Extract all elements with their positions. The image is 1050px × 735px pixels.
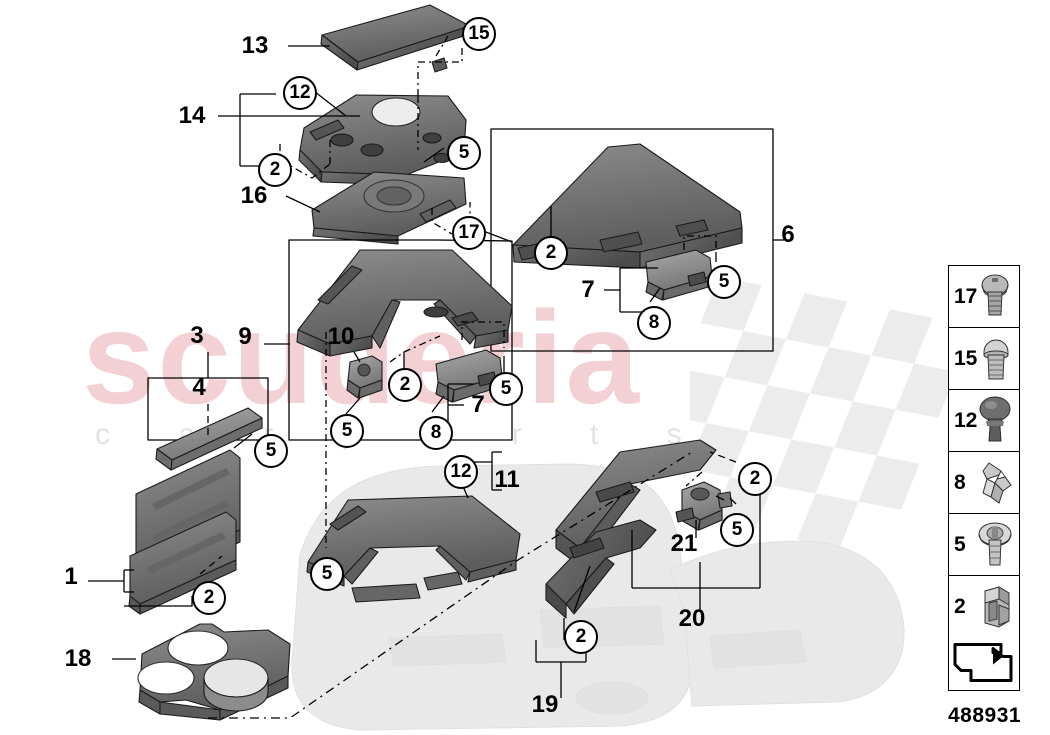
torx-pan-head-screw-icon (981, 274, 1009, 315)
diagram-number: 488931 (948, 704, 1022, 727)
part-19-side-trim-panel (545, 439, 717, 619)
mushroom-head-rivet-icon (979, 396, 1011, 441)
legend-label-17: 17 (954, 284, 978, 308)
fastener-legend: 17 15 12 (948, 265, 1020, 691)
item-number-7-lower: 7 (471, 391, 485, 418)
callout-17[interactable]: 17 (452, 216, 486, 250)
item-number-10: 10 (327, 323, 355, 350)
callout-5-d[interactable]: 5 (330, 414, 364, 448)
legend-row-2[interactable]: 2 (948, 575, 1020, 637)
item-number-3: 3 (190, 322, 204, 349)
callout-2-b[interactable]: 2 (534, 236, 568, 270)
legend-label-5: 5 (954, 532, 966, 556)
callout-2-e[interactable]: 2 (192, 581, 226, 615)
callout-5-e[interactable]: 5 (254, 434, 288, 468)
item-number-16: 16 (240, 182, 268, 209)
part-4-trim-strip (155, 407, 263, 471)
u-nut-clip-icon (984, 585, 1010, 628)
item-number-4: 4 (192, 374, 206, 401)
part-14-armrest-carrier (298, 94, 467, 186)
legend-label-15: 15 (954, 346, 978, 370)
legend-row-17[interactable]: 17 (948, 265, 1020, 327)
item-number-18: 18 (64, 645, 92, 672)
legend-row-12[interactable]: 12 (948, 389, 1020, 451)
callout-15[interactable]: 15 (462, 17, 496, 51)
callout-5-a[interactable]: 5 (447, 136, 481, 170)
item-number-14: 14 (178, 102, 206, 129)
callout-2-c[interactable]: 2 (388, 368, 422, 402)
legend-label-2: 2 (954, 594, 966, 618)
spring-metal-clip-icon (982, 461, 1012, 504)
item-number-6: 6 (781, 221, 795, 248)
part-18-cupholder-insert (137, 623, 291, 721)
callout-2-a[interactable]: 2 (258, 153, 292, 187)
callout-5-f[interactable]: 5 (720, 513, 754, 547)
item-number-7-upper: 7 (581, 276, 595, 303)
callout-5-c[interactable]: 5 (489, 372, 523, 406)
part-9-console-trim-frame (296, 249, 513, 357)
callout-2-f[interactable]: 2 (564, 620, 598, 654)
part-21-switch-module (675, 481, 733, 531)
dome-head-bolt-icon (983, 339, 1009, 379)
part-7-latch-assembly-upper (645, 249, 713, 301)
item-number-13: 13 (241, 32, 269, 59)
part-10-latch-actuator (346, 355, 383, 399)
item-number-21: 21 (670, 530, 698, 557)
callout-12-b[interactable]: 12 (444, 455, 478, 489)
callout-5-b[interactable]: 5 (707, 265, 741, 299)
item-number-11: 11 (494, 466, 520, 493)
callout-5-g[interactable]: 5 (310, 557, 344, 591)
callout-12-a[interactable]: 12 (283, 76, 317, 110)
item-number-1: 1 (64, 563, 78, 590)
expanding-plastic-rivet-icon (978, 522, 1012, 565)
item-number-20: 20 (678, 605, 706, 632)
item-number-19: 19 (531, 691, 559, 718)
legend-row-8[interactable]: 8 (948, 451, 1020, 513)
legend-label-8: 8 (954, 470, 966, 494)
part-1-panel-lower (128, 511, 237, 615)
legend-row-5[interactable]: 5 (948, 513, 1020, 575)
callout-8-b[interactable]: 8 (419, 416, 453, 450)
legend-label-12: 12 (954, 408, 978, 432)
callout-8-a[interactable]: 8 (637, 306, 671, 340)
direction-arrow-icon (953, 643, 1013, 682)
view-direction-box (948, 637, 1020, 691)
legend-row-15[interactable]: 15 (948, 327, 1020, 389)
callout-2-d[interactable]: 2 (738, 462, 772, 496)
item-number-9: 9 (238, 323, 252, 350)
